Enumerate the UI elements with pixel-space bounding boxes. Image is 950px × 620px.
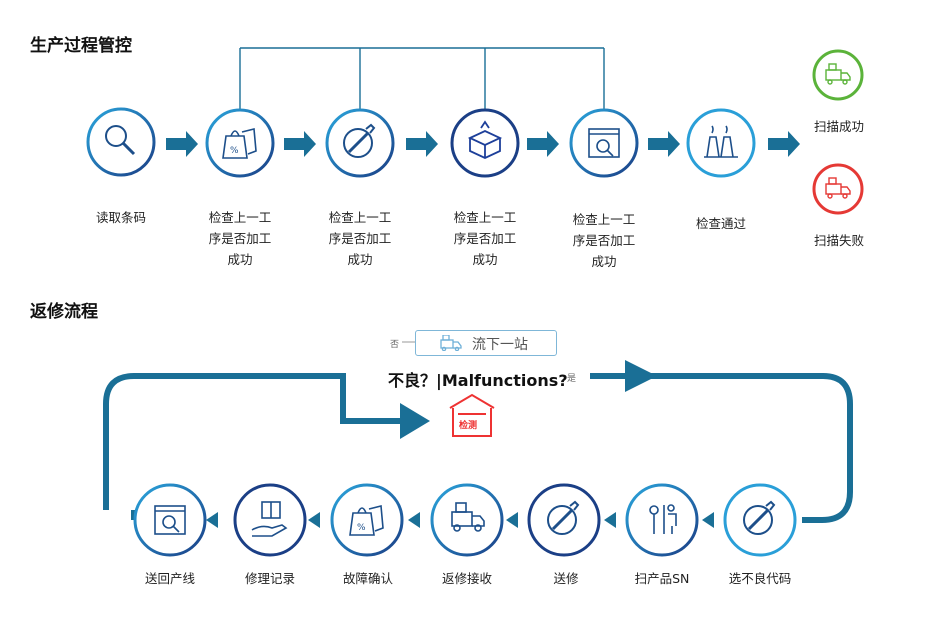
arrow-right-icon xyxy=(527,131,559,157)
scan-success-indicator xyxy=(812,49,864,101)
factory-icon xyxy=(704,125,738,158)
arrow-left-icon xyxy=(702,512,714,528)
scan-fail-label: 扫描失败 xyxy=(814,233,865,248)
production-step-3-label: 检查上一工序是否加工成功 xyxy=(328,210,392,267)
arrow-right-icon xyxy=(400,403,430,439)
production-step-2: % xyxy=(205,108,275,178)
malfunction-question: 不良？|Malfunctions? xyxy=(388,371,568,390)
open-box-icon xyxy=(467,120,503,159)
truck-icon xyxy=(825,177,851,199)
production-step-4-label: 检查上一工序是否加工成功 xyxy=(453,210,517,267)
rework-title: 返修流程 xyxy=(30,302,98,322)
warehouse-icon xyxy=(449,393,495,437)
next-station-label: 流下一站 xyxy=(472,337,528,353)
production-step-6 xyxy=(686,108,756,178)
arrow-left-icon xyxy=(604,512,616,528)
wrench-icon xyxy=(547,500,580,535)
production-step-6-label: 检查通过 xyxy=(695,216,746,231)
rework-step-7-label: 选不良代码 xyxy=(728,571,792,586)
scan-fail-indicator xyxy=(812,163,864,215)
rework-step-2-label: 修理记录 xyxy=(244,571,295,586)
arrow-right-icon xyxy=(648,131,680,157)
magnifier-icon xyxy=(105,125,136,156)
rework-step-6 xyxy=(625,483,699,557)
rework-step-1-label: 送回产线 xyxy=(144,571,195,586)
scan-success-label: 扫描成功 xyxy=(814,119,865,134)
rework-small-arrows xyxy=(206,512,714,528)
rework-step-3: % xyxy=(330,483,404,557)
bracket-connector xyxy=(239,47,605,110)
production-step-4 xyxy=(450,108,520,178)
rework-step-2 xyxy=(233,483,307,557)
truck-icon xyxy=(451,502,485,532)
arrow-right-icon xyxy=(406,131,438,157)
arrow-right-icon xyxy=(768,131,800,157)
box-inspect-icon xyxy=(154,505,186,535)
rework-big-arrows xyxy=(400,360,657,439)
shopping-bag-icon: % xyxy=(349,504,384,536)
wrench-icon xyxy=(343,123,376,158)
rework-step-5 xyxy=(527,483,601,557)
production-step-1-label: 读取条码 xyxy=(95,210,146,225)
svg-text:%: % xyxy=(357,523,366,533)
box-inspect-icon xyxy=(588,128,620,158)
production-step-1 xyxy=(86,107,156,177)
yes-label: 是 xyxy=(567,374,577,384)
no-label: 否 xyxy=(390,340,400,350)
next-station-box: 流下一站 xyxy=(415,330,557,356)
production-step-5-label: 检查上一工序是否加工成功 xyxy=(572,212,636,269)
rework-step-4 xyxy=(430,483,504,557)
svg-text:%: % xyxy=(230,146,239,156)
arrow-right-icon xyxy=(284,131,316,157)
tools-person-icon xyxy=(649,504,677,534)
truck-icon xyxy=(440,335,462,351)
rework-step-6-label: 扫产品SN xyxy=(634,571,690,586)
truck-icon xyxy=(825,63,851,85)
wrench-icon xyxy=(743,500,776,535)
inspection-station: 检测 xyxy=(447,392,497,438)
arrow-right-icon xyxy=(625,360,657,392)
rework-step-7 xyxy=(723,483,797,557)
production-step-5 xyxy=(569,108,639,178)
production-arrows xyxy=(166,131,800,157)
rework-step-3-label: 故障确认 xyxy=(342,571,393,586)
inspection-label: 检测 xyxy=(459,421,478,431)
arrow-right-icon xyxy=(166,131,198,157)
rework-step-1 xyxy=(133,483,207,557)
rework-step-5-label: 送修 xyxy=(553,571,579,586)
arrow-left-icon xyxy=(506,512,518,528)
production-step-2-label: 检查上一工序是否加工成功 xyxy=(208,210,272,267)
arrow-left-icon xyxy=(206,512,218,528)
production-step-3 xyxy=(325,108,395,178)
rework-step-4-label: 返修接收 xyxy=(441,571,492,586)
production-title: 生产过程管控 xyxy=(30,36,132,56)
arrow-left-icon xyxy=(308,512,320,528)
hand-box-icon xyxy=(251,501,288,537)
arrow-left-icon xyxy=(408,512,420,528)
shopping-bag-icon: % xyxy=(222,127,257,159)
